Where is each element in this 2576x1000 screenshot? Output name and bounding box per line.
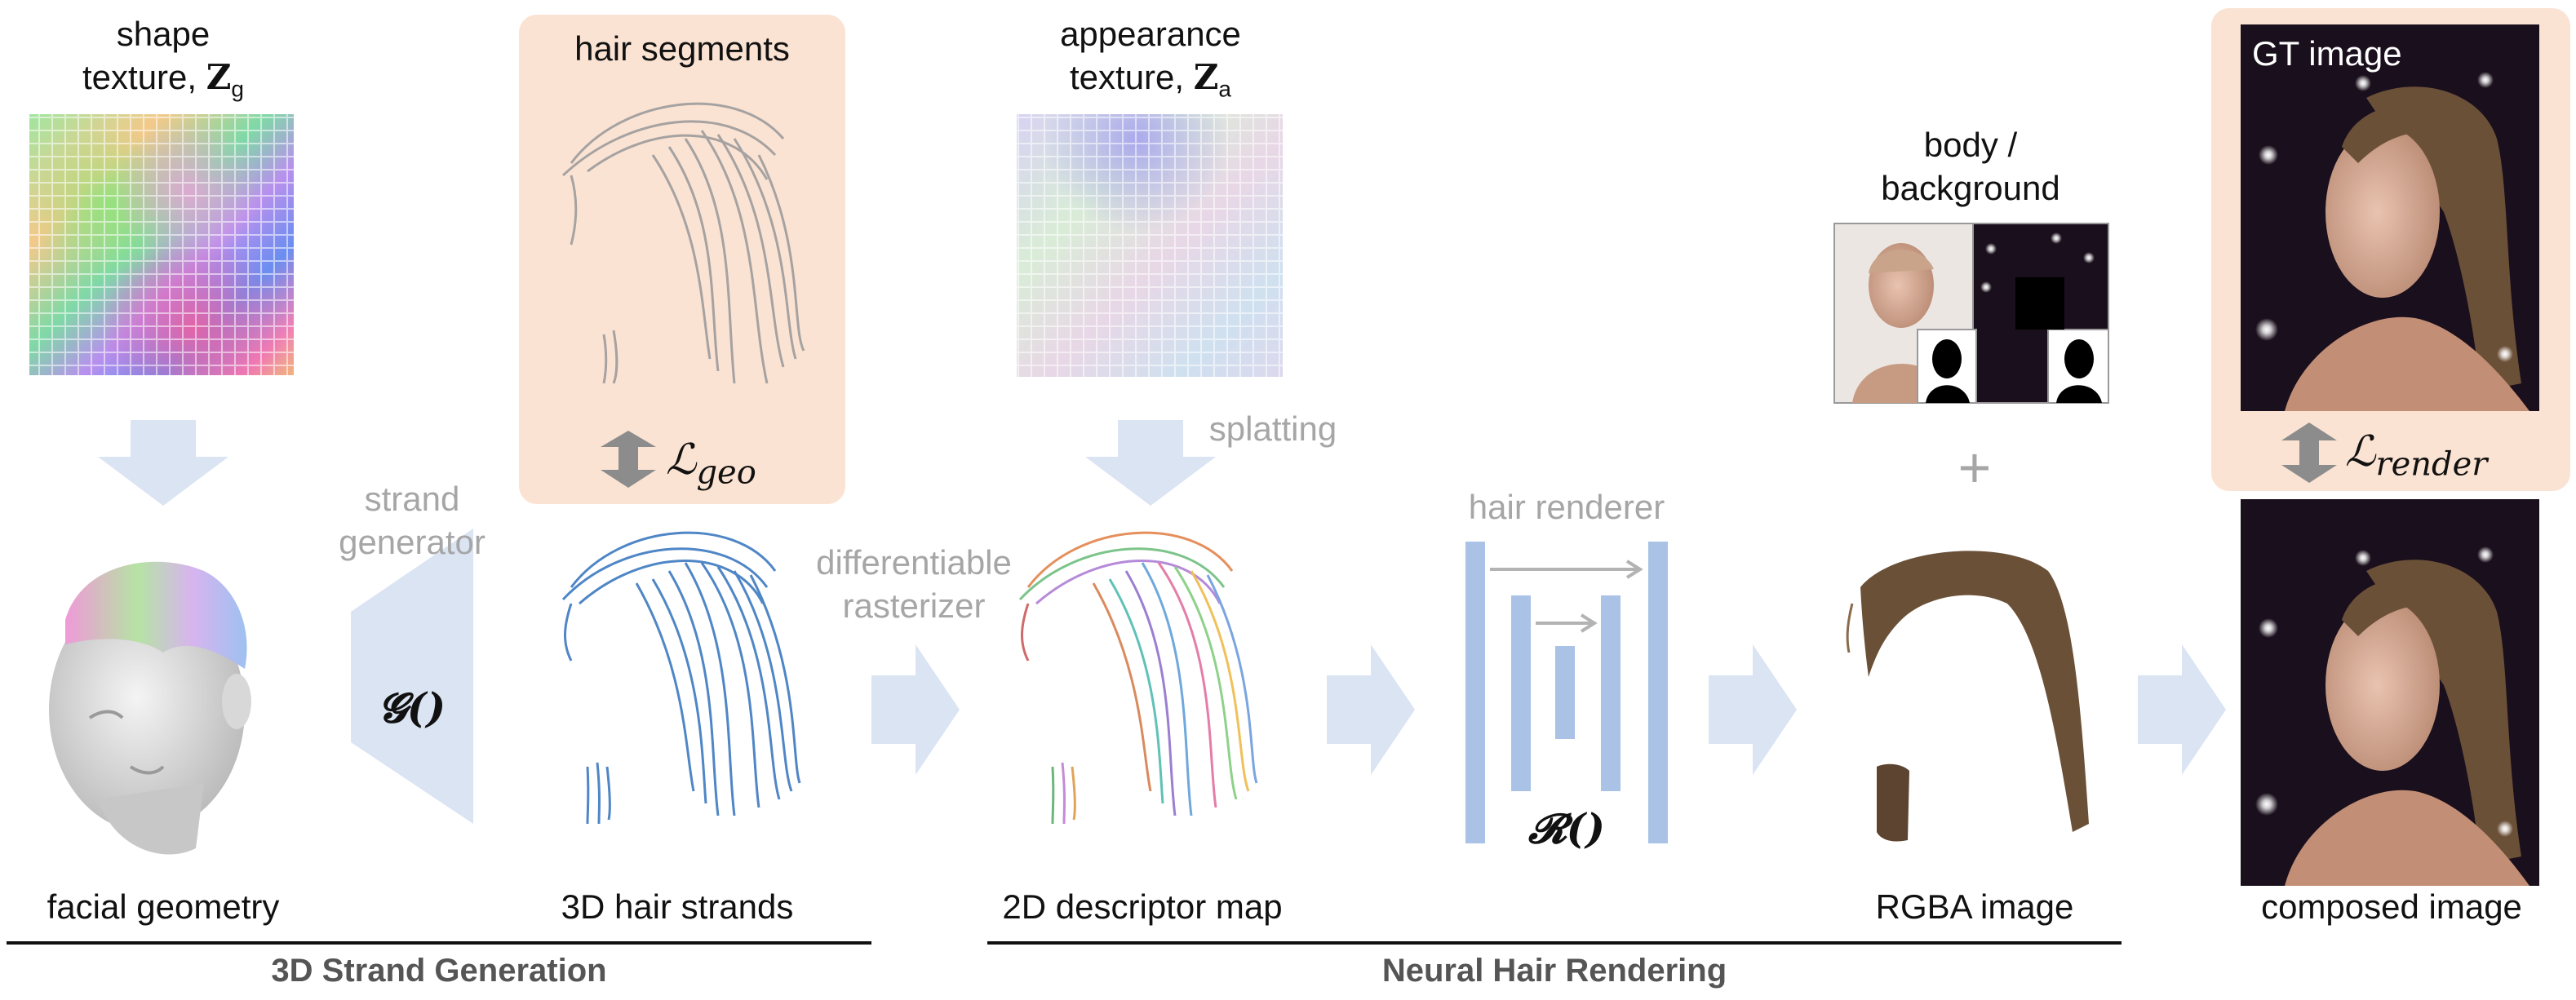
differentiable-rasterizer-label: differentiable rasterizer bbox=[816, 543, 1012, 625]
renderer-right-arrow bbox=[1709, 644, 1797, 775]
body-background-image bbox=[1833, 223, 2109, 404]
rgba-right-arrow bbox=[2138, 644, 2226, 775]
generator-symbol: 𝓖() bbox=[378, 684, 446, 732]
strand-generator-label: strand generator bbox=[339, 480, 485, 561]
composed-image-label: composed image bbox=[2261, 887, 2522, 926]
descriptor-map-image bbox=[1018, 531, 1258, 825]
hair-renderer-label: hair renderer bbox=[1468, 488, 1665, 526]
shape-texture-label: shape texture, Zg bbox=[82, 15, 244, 101]
neural-rendering-section-title: Neural Hair Rendering bbox=[1381, 953, 1727, 989]
renderer-symbol: 𝓡() bbox=[1527, 804, 1605, 852]
splatting-down-arrow bbox=[1085, 420, 1216, 506]
strand-generation-section-title: 3D Strand Generation bbox=[271, 953, 607, 989]
rgba-image-label: RGBA image bbox=[1875, 887, 2074, 926]
hair-strands-3d-label: 3D hair strands bbox=[561, 887, 794, 926]
gt-image bbox=[2241, 24, 2539, 411]
hair-segments-label: hair segments bbox=[574, 29, 790, 68]
geo-loss-label: ℒgeo bbox=[666, 436, 756, 492]
shape-down-arrow bbox=[98, 420, 228, 506]
rasterizer-right-arrow bbox=[871, 644, 960, 775]
facial-geometry-image bbox=[49, 561, 251, 855]
shape-texture-image bbox=[29, 114, 294, 375]
appearance-texture-image bbox=[1017, 114, 1283, 377]
plus-sign: + bbox=[1957, 436, 1992, 499]
render-loss-arrow bbox=[2281, 423, 2337, 483]
facial-geometry-label: facial geometry bbox=[47, 887, 280, 926]
geo-loss-arrow bbox=[601, 431, 656, 488]
rgba-image bbox=[1846, 551, 2089, 842]
hair-segments-image bbox=[561, 102, 805, 384]
strand-generator-block bbox=[351, 529, 473, 824]
body-background-label: body / background bbox=[1881, 126, 2060, 207]
descriptor-right-arrow bbox=[1327, 644, 1415, 775]
splatting-label: splatting bbox=[1208, 409, 1337, 448]
composed-image bbox=[2241, 499, 2539, 886]
render-loss-label: ℒrender bbox=[2345, 427, 2488, 484]
descriptor-map-label: 2D descriptor map bbox=[1002, 887, 1283, 926]
hair-strands-3d-image bbox=[561, 531, 801, 825]
gt-image-label: GT image bbox=[2252, 34, 2402, 73]
hair-renderer-block bbox=[1465, 542, 1668, 843]
appearance-texture-label: appearance texture, Za bbox=[1060, 15, 1241, 101]
